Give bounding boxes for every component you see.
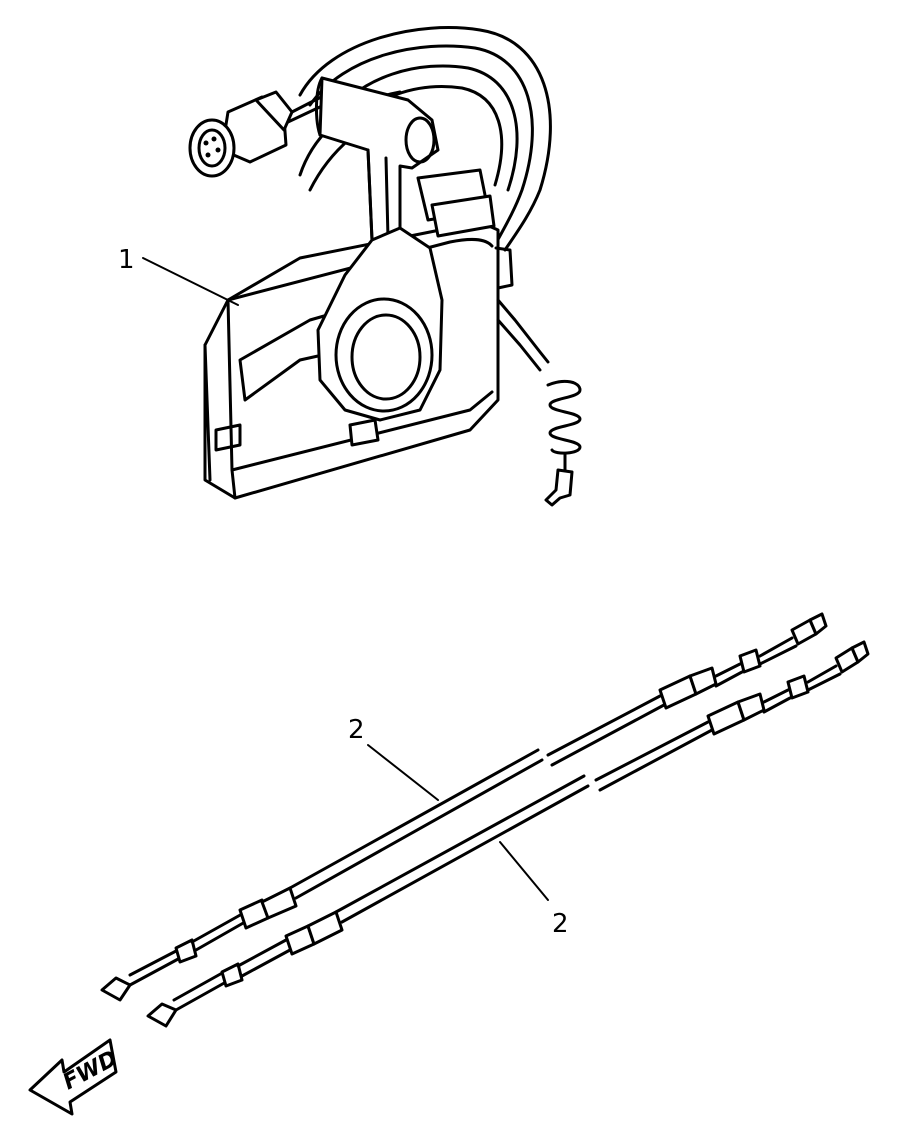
remote-control-box: 1 (118, 26, 582, 507)
callout-2-upper: 2 (348, 715, 439, 801)
callout-2-lower-label: 2 (552, 909, 569, 939)
spring (544, 379, 582, 507)
callout-1: 1 (118, 245, 239, 306)
callout-1-label: 1 (118, 245, 135, 275)
fwd-direction-arrow: FWD (28, 1038, 122, 1116)
cable-upper (100, 612, 828, 1002)
control-cables: 2 2 (100, 612, 870, 1028)
cable-lower (146, 640, 870, 1028)
connector-plug (188, 90, 327, 178)
callout-2-lower: 2 (499, 841, 569, 939)
control-lever (315, 76, 440, 242)
callout-2-upper-label: 2 (348, 715, 365, 745)
lever-hub (316, 226, 444, 447)
